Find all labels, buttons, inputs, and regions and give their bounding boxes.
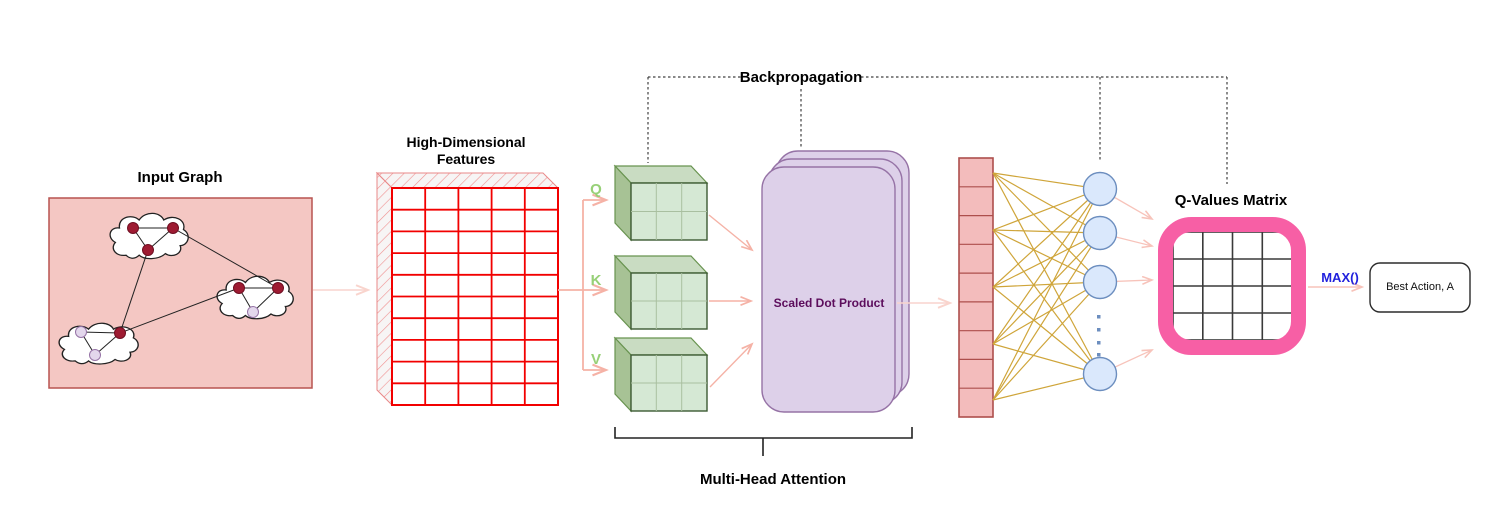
input-graph-panel <box>48 197 313 389</box>
scaled-dot-product-label: Scaled Dot Product <box>773 296 885 310</box>
neuron-layer <box>1082 171 1118 392</box>
q-values-matrix-title: Q-Values Matrix <box>1174 192 1288 209</box>
attention-output-vector <box>958 157 994 418</box>
backpropagation-path <box>647 76 1228 184</box>
backpropagation-label: Backpropagation <box>739 69 863 86</box>
multi-head-attention-bracket <box>614 427 913 456</box>
graph-nodes <box>75 222 284 361</box>
features-title-line1: High-Dimensional <box>406 134 526 150</box>
best-action-label: Best Action, A <box>1386 281 1454 293</box>
multi-head-attention-label: Multi-Head Attention <box>699 471 847 488</box>
feature-matrix <box>375 171 560 407</box>
v-cube <box>613 336 709 413</box>
qkv-branch <box>558 200 606 370</box>
q-cube <box>613 164 709 242</box>
k-label: K <box>590 272 602 289</box>
k-cube <box>613 254 709 331</box>
features-title-line2: Features <box>436 151 496 167</box>
scaled-dot-product-block <box>761 150 910 413</box>
arrows-cubes-to-sdp <box>708 214 752 388</box>
best-action-box <box>1369 262 1471 313</box>
v-label: V <box>590 351 602 368</box>
q-label: Q <box>590 181 602 198</box>
dense-connections <box>992 172 1101 401</box>
ellipsis-dots <box>1097 315 1101 357</box>
input-graph-title: Input Graph <box>137 169 223 186</box>
q-values-matrix <box>1158 217 1306 355</box>
features-title: High-Dimensional Features <box>406 134 525 168</box>
max-label: MAX() <box>1321 270 1359 285</box>
